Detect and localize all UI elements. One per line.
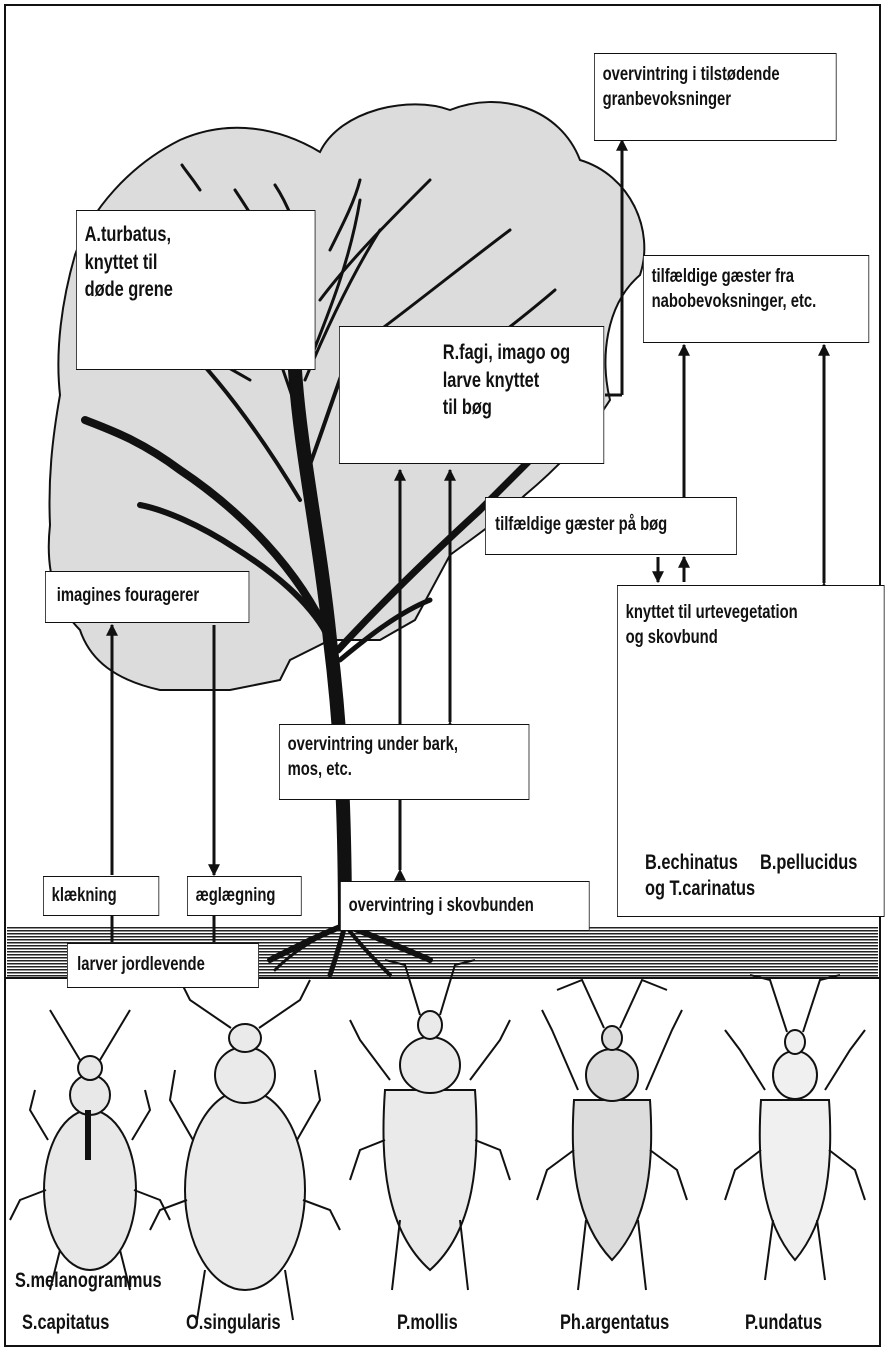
box-larver: larver jordlevende (67, 943, 259, 988)
label-b-pellucidus: B.pellucidus (760, 850, 857, 876)
label-s-melanogrammus: S.melanogrammus (15, 1268, 162, 1294)
box-under-bark: overvintring under bark, mos, etc. (279, 724, 529, 800)
box-r-fagi: R.fagi, imago og larve knyttet til bøg (339, 326, 604, 464)
weevil-ph-argentatus-icon (537, 980, 687, 1290)
label-p-mollis: P.mollis (397, 1310, 458, 1336)
weevil-o-singularis-icon (150, 980, 340, 1320)
label-b-echinatus: B.echinatus og T.carinatus (645, 850, 755, 903)
label-o-singularis: O.singularis (186, 1310, 281, 1336)
box-klaekning: klækning (43, 876, 159, 916)
label-s-capitatus: S.capitatus (22, 1310, 109, 1336)
box-overvintring-gran: overvintring i tilstødende granbevoksnin… (594, 53, 837, 141)
label-p-undatus: P.undatus (745, 1310, 822, 1336)
box-imagines: imagines fouragerer (45, 571, 249, 623)
weevil-p-mollis-icon (350, 960, 510, 1290)
box-skovbunden: overvintring i skovbunden (340, 881, 590, 931)
weevil-s-melanogrammus-icon (10, 1010, 170, 1290)
box-tilfaeldige-paa: tilfældige gæster på bøg (485, 497, 737, 555)
box-a-turbatus: A.turbatus, knyttet til døde grene (76, 210, 315, 370)
label-ph-argentatus: Ph.argentatus (560, 1310, 669, 1336)
weevil-p-undatus-icon (725, 975, 865, 1280)
box-aeglaegning: æglægning (187, 876, 302, 916)
box-tilfaeldige-fra: tilfældige gæster fra nabobevoksninger, … (643, 255, 869, 343)
